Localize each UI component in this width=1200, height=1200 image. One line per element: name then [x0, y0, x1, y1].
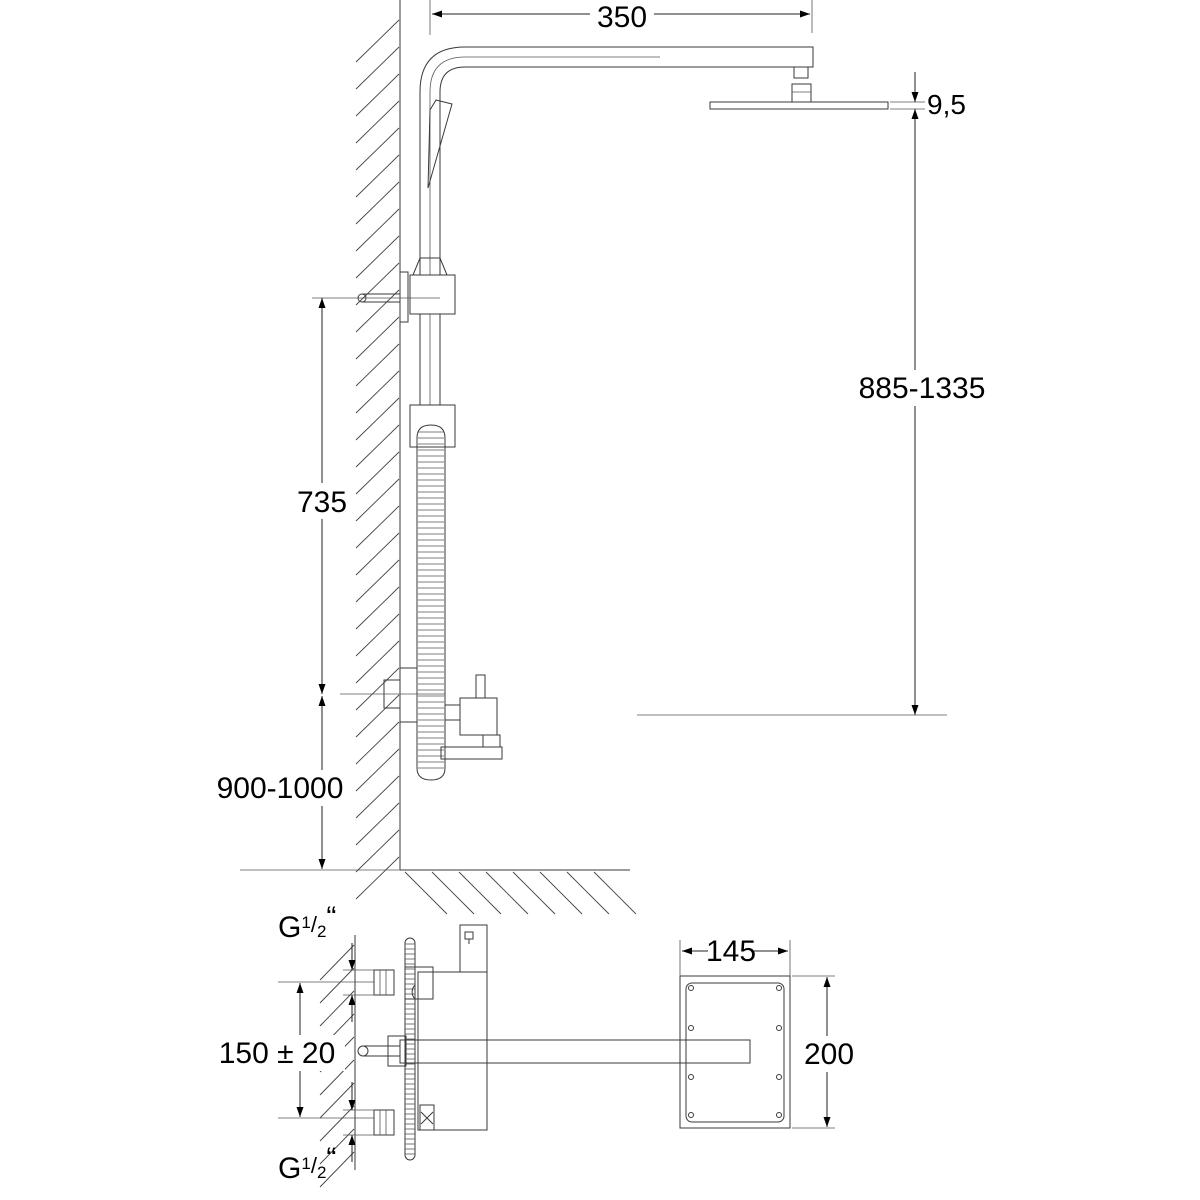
- hatch-line: [355, 667, 400, 711]
- dim-label-735: 735: [297, 486, 347, 519]
- hatch-line: [355, 505, 400, 549]
- hatch-line: [355, 424, 400, 468]
- dim-label-885-1335: 885-1335: [859, 372, 986, 405]
- screw-icon: [688, 1112, 694, 1118]
- hatch-line: [355, 316, 400, 360]
- hatch-line: [355, 613, 400, 657]
- hatch-line: [355, 640, 400, 684]
- dim-label-350: 350: [597, 1, 647, 34]
- hatch-line: [458, 871, 502, 915]
- screw-icon: [776, 985, 782, 991]
- hatch-line: [355, 262, 400, 306]
- dim-label-200: 200: [804, 1038, 854, 1071]
- hose: [416, 424, 446, 781]
- hatch-line: [355, 289, 400, 333]
- spout-top: [399, 1039, 751, 1064]
- hatch-line: [355, 829, 400, 873]
- shower-head: [709, 101, 889, 110]
- hatch-line: [319, 1128, 355, 1165]
- wall-bracket: [399, 271, 409, 323]
- screw-icon: [688, 1025, 694, 1031]
- hatch-line: [593, 871, 637, 915]
- hatch-line: [355, 559, 400, 603]
- dimension-150-20: 150 ± 20: [210, 981, 374, 1119]
- hatch-line: [355, 748, 400, 792]
- hatch-line: [355, 694, 400, 738]
- hatch-line: [319, 1105, 355, 1142]
- screw-icon: [688, 1074, 694, 1080]
- hatch-line: [404, 871, 448, 915]
- hatch-line: [355, 370, 400, 414]
- hatch-line: [355, 154, 400, 198]
- hatch-line: [431, 871, 475, 915]
- thread-dimension-top: G1/2“: [278, 901, 374, 1022]
- head-connector: [793, 66, 809, 79]
- hatch-line: [355, 532, 400, 576]
- screw-icon: [776, 1112, 782, 1118]
- dim-label-150-20: 150 ± 20: [219, 1037, 336, 1070]
- hatch-line: [355, 586, 400, 630]
- hatch-line: [319, 944, 355, 981]
- wall-section: [240, 0, 637, 915]
- wall-plate: [679, 975, 791, 1129]
- hatch-line: [319, 1082, 355, 1119]
- screw-icon: [776, 1025, 782, 1031]
- dimension-885-1335: 885-1335: [637, 140, 995, 716]
- hatch-line: [355, 478, 400, 522]
- dimension-735: 735: [290, 297, 440, 694]
- screw-icon: [688, 985, 694, 991]
- mixer-body: [459, 697, 498, 736]
- hatch-line: [355, 73, 400, 117]
- dim-label-145: 145: [706, 935, 756, 968]
- dimension-900-1000: 900-1000: [208, 696, 350, 869]
- dimension-200: 200: [792, 975, 858, 1129]
- hatch-line: [355, 208, 400, 252]
- hatch-line: [355, 100, 400, 144]
- hatch-line: [355, 397, 400, 441]
- hatch-line: [485, 871, 529, 915]
- dimension-350: 350: [429, 0, 813, 35]
- hatch-line: [319, 990, 355, 1027]
- hatch-line: [355, 46, 400, 90]
- hatch-line: [355, 235, 400, 279]
- shower-column: [340, 46, 889, 781]
- hatch-line: [355, 775, 400, 819]
- mixer-handle: [475, 674, 486, 699]
- thread-dimension-bottom: G1/2“: [278, 1082, 374, 1185]
- hatch-line: [355, 343, 400, 387]
- hatch-line: [355, 451, 400, 495]
- dimension-145: 145: [679, 935, 791, 976]
- hatch-line: [512, 871, 556, 915]
- hatch-line: [566, 871, 610, 915]
- hand-shower: [427, 99, 453, 189]
- spout: [440, 746, 503, 760]
- hatch-line: [355, 721, 400, 765]
- hatch-line: [355, 802, 400, 846]
- dim-label-9-5: 9,5: [927, 89, 966, 120]
- screw-icon: [776, 1074, 782, 1080]
- hatch-line: [355, 19, 400, 63]
- hatch-line: [539, 871, 583, 915]
- slider: [409, 404, 456, 448]
- hatch-line: [319, 1151, 355, 1188]
- thread-label-bottom: G1/2“: [278, 1142, 336, 1185]
- hatch-line: [319, 1059, 355, 1096]
- hatch-line: [355, 181, 400, 225]
- dim-label-900-1000: 900-1000: [217, 772, 344, 805]
- hatch-line: [355, 127, 400, 171]
- thread-label-top: G1/2“: [278, 901, 336, 944]
- hatch-line: [319, 967, 355, 1004]
- hatch-line: [355, 856, 400, 900]
- dimension-9-5: 9,5: [890, 72, 966, 140]
